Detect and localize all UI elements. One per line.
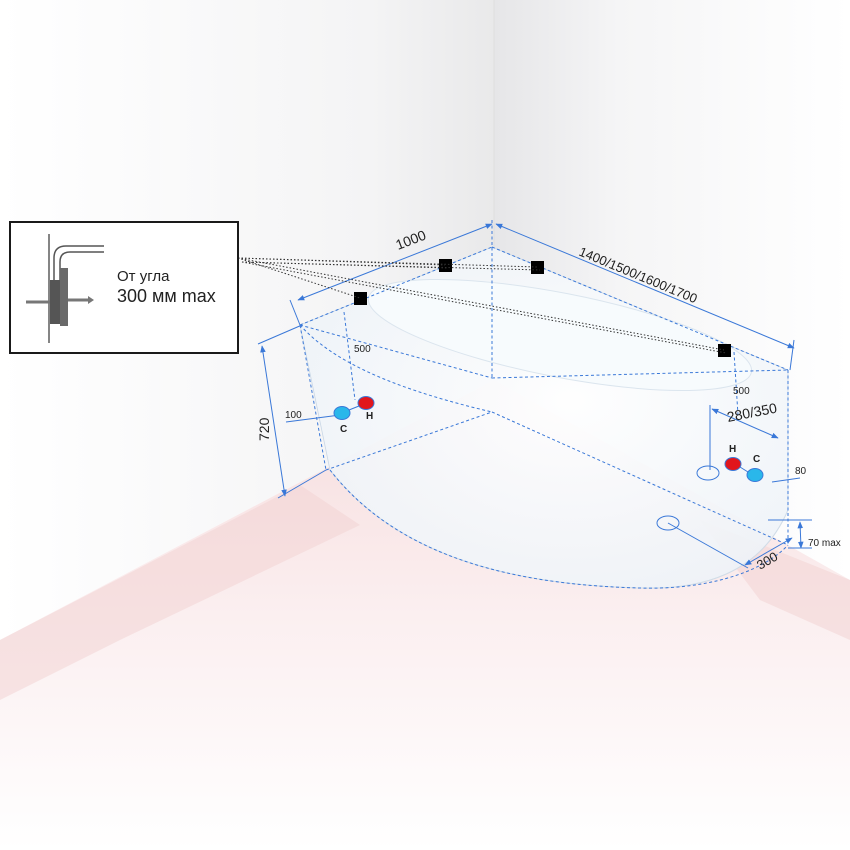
dim-label-720: 720 <box>256 417 272 441</box>
floor-shadow-left <box>0 485 360 700</box>
callout-box: От угла 300 мм max <box>9 221 239 354</box>
dimension-lines <box>257 223 812 569</box>
dim-line-300 <box>744 537 793 566</box>
dim-label-foot-height: 70 max <box>808 538 841 549</box>
bracket-marker <box>718 344 731 357</box>
drain-holes <box>656 465 720 531</box>
cold-pipe-right <box>746 468 764 482</box>
dim-line-70 <box>797 521 804 549</box>
wall-brackets <box>354 259 731 357</box>
cold-label-right: C <box>753 454 760 465</box>
bracket-marker <box>354 292 367 305</box>
hot-pipe-left <box>357 396 375 410</box>
dim-line-length <box>495 223 795 349</box>
dim-label-right-pipe-height: 80 <box>795 466 807 477</box>
hot-pipe-right <box>724 457 742 471</box>
callout-frame <box>9 221 239 354</box>
dim-line-1000 <box>297 223 493 301</box>
drain-hole-right <box>696 465 720 481</box>
bracket-illustration <box>26 234 104 343</box>
bracket-marker <box>531 261 544 274</box>
pipe-connections <box>333 396 764 482</box>
dim-line-720 <box>260 345 287 497</box>
callout-leaders <box>237 257 727 354</box>
dim-label-bracket-right: 500 <box>733 386 750 397</box>
drain-hole-left <box>656 515 680 531</box>
dim-label-bracket-left: 500 <box>354 344 371 355</box>
dim-label-left-pipe-height: 100 <box>285 410 302 421</box>
left-wall <box>0 0 494 640</box>
callout-line-1: От угла <box>117 268 170 285</box>
dim-line-280-350 <box>711 408 779 439</box>
cold-label-left: C <box>340 424 347 435</box>
hot-label-left: H <box>366 411 373 422</box>
hot-label-right: H <box>729 444 736 455</box>
callout-line-2: 300 мм max <box>117 286 216 306</box>
bracket-marker <box>439 259 452 272</box>
cold-pipe-left <box>333 406 351 420</box>
